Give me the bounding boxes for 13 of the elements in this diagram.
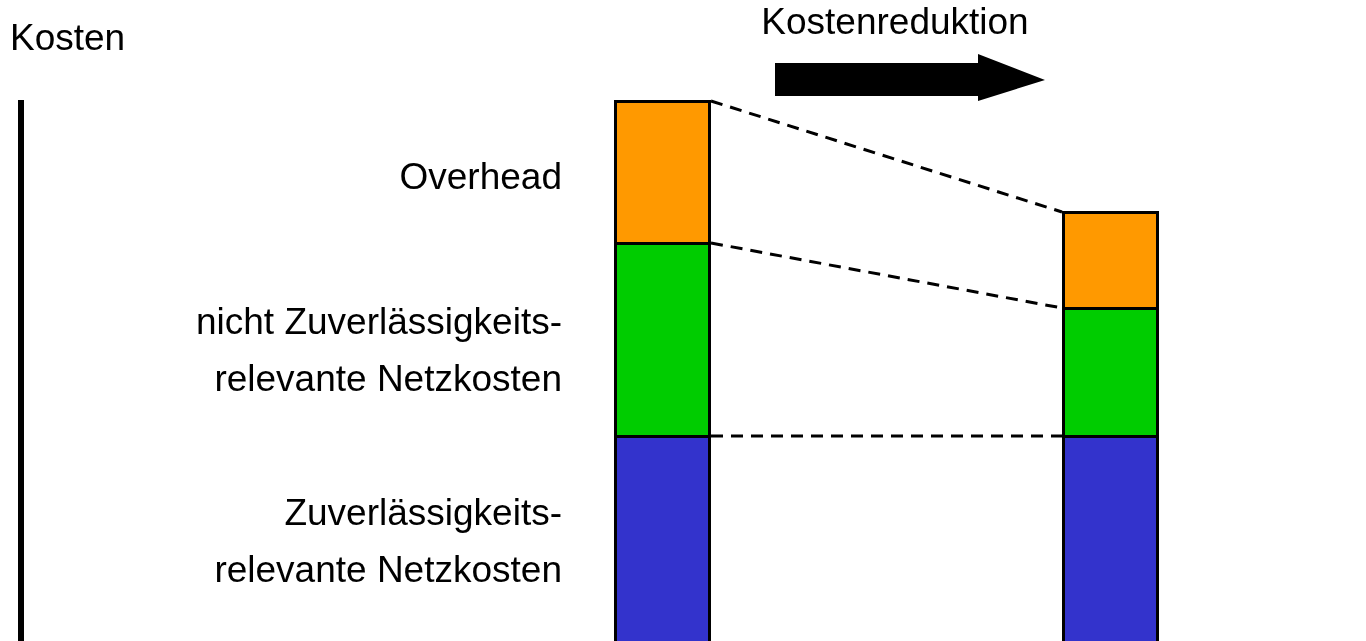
bar-segment	[614, 242, 711, 438]
bar-segment	[1062, 435, 1159, 641]
dashed-line	[710, 99, 1063, 214]
axis-title: Kosten	[10, 18, 126, 58]
cost-label: nicht Zuverlässigkeits- relevante Netzkosten	[195, 300, 562, 401]
cost-label: Overhead	[398, 155, 562, 199]
bar-segment	[1062, 307, 1159, 438]
cost-label: Zuverlässigkeits- relevante Netzkosten	[213, 491, 562, 592]
dashed-line	[711, 434, 1062, 438]
bar-segment	[614, 435, 711, 641]
arrow-label: Kostenreduktion	[760, 2, 1030, 42]
bar-segment	[614, 100, 711, 245]
bar-segment	[1062, 211, 1159, 310]
